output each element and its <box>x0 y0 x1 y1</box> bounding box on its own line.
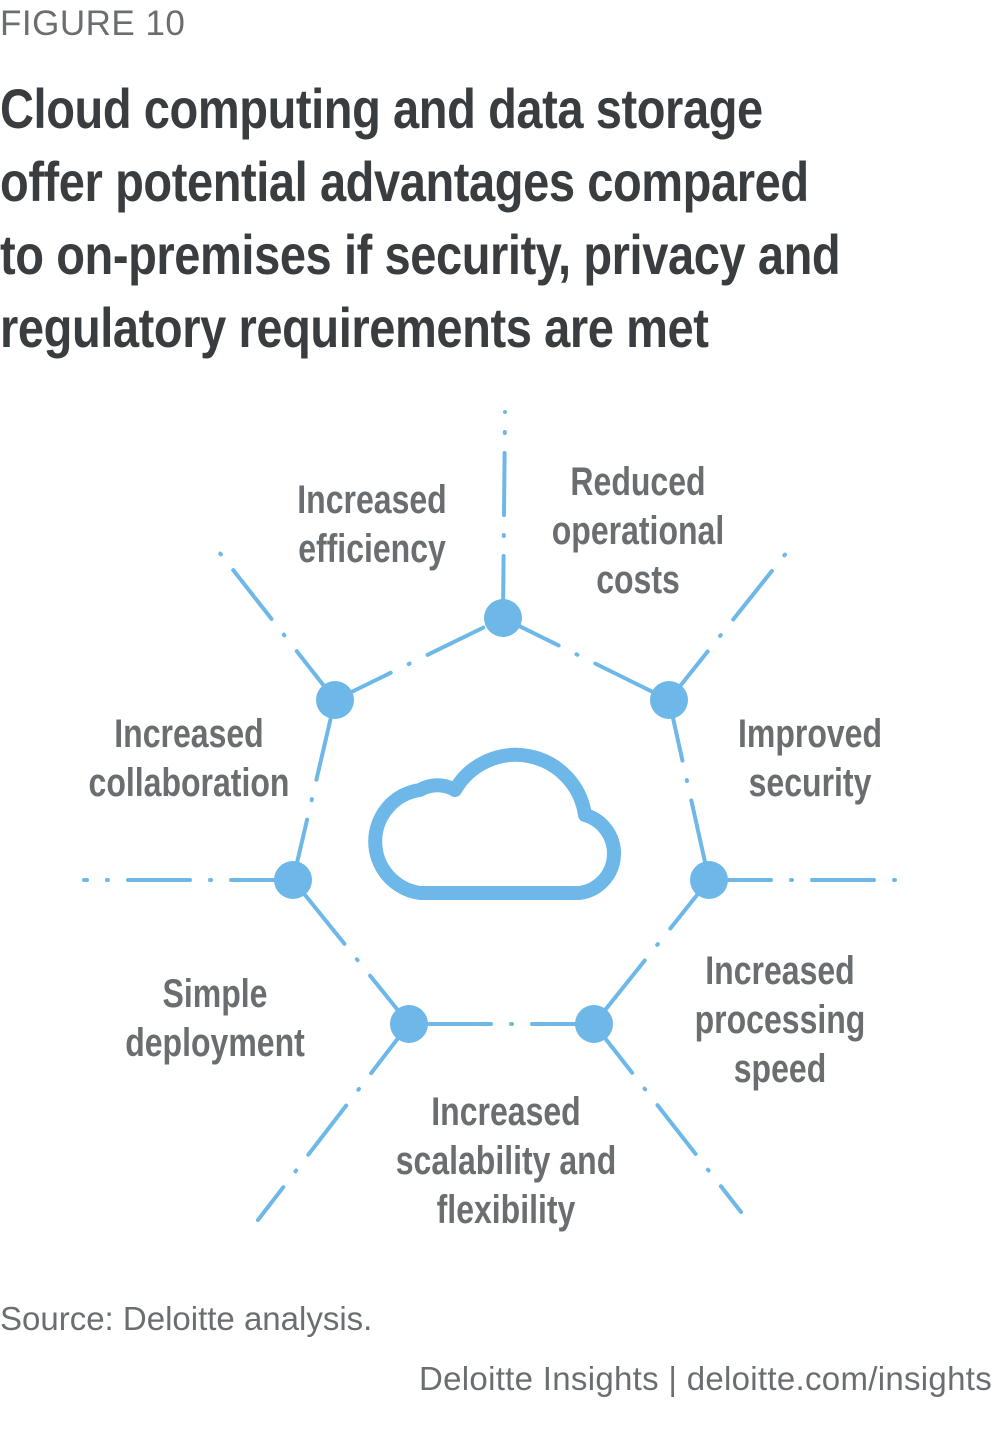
benefit-collaboration: Increased collaboration <box>89 710 290 808</box>
label-line: deployment <box>125 1021 305 1065</box>
connector <box>501 616 671 702</box>
label-line: Increased <box>297 478 447 522</box>
label-line: Increased <box>431 1090 581 1134</box>
label-line: flexibility <box>436 1188 576 1232</box>
title-line: offer potential advantages compared <box>0 150 809 213</box>
label-line: operational <box>551 509 725 553</box>
node <box>690 861 728 899</box>
node <box>274 861 312 899</box>
spoke <box>667 545 793 702</box>
title-line: Cloud computing and data storage <box>0 77 763 140</box>
title-line: regulatory requirements are met <box>0 296 709 359</box>
node <box>650 681 688 719</box>
label-line: Increased <box>705 949 855 993</box>
benefit-simple-deployment: Simple deployment <box>125 970 305 1068</box>
connector <box>592 878 711 1026</box>
label-line: costs <box>596 558 680 602</box>
cloud-icon <box>368 747 621 900</box>
label-line: Increased <box>114 712 264 756</box>
spoke <box>501 410 507 620</box>
label-line: Improved <box>737 712 883 756</box>
benefit-processing-speed: Increased processing speed <box>695 947 866 1094</box>
label-line: speed <box>733 1047 827 1091</box>
connector <box>667 698 711 882</box>
connector <box>291 878 411 1026</box>
label-line: scalability and <box>395 1139 617 1183</box>
connector <box>333 616 505 702</box>
benefit-scalability: Increased scalability and flexibility <box>396 1088 617 1235</box>
label-line: processing <box>694 998 866 1042</box>
node <box>316 681 354 719</box>
benefit-efficiency: Increased efficiency <box>297 476 446 574</box>
source-note: Source: Deloitte analysis. <box>0 1300 373 1337</box>
credit-line: Deloitte Insights | deloitte.com/insight… <box>419 1360 992 1397</box>
spoke <box>592 1022 743 1214</box>
figure-label: FIGURE 10 <box>0 4 186 43</box>
benefit-improved-security: Improved security <box>738 710 882 808</box>
page-title: Cloud computing and data storage offer p… <box>0 72 1000 364</box>
node <box>484 599 522 637</box>
connector <box>291 698 337 882</box>
title-line: to on-premises if security, privacy and <box>0 223 841 286</box>
node <box>390 1005 428 1043</box>
benefit-reduced-costs: Reduced operational costs <box>552 458 724 605</box>
label-line: efficiency <box>298 527 446 571</box>
label-line: security <box>748 761 872 805</box>
spoke <box>210 541 337 702</box>
label-line: Simple <box>162 972 268 1016</box>
label-line: collaboration <box>88 761 290 805</box>
node <box>575 1005 613 1043</box>
spoke <box>256 1022 411 1222</box>
label-line: Reduced <box>570 460 706 504</box>
